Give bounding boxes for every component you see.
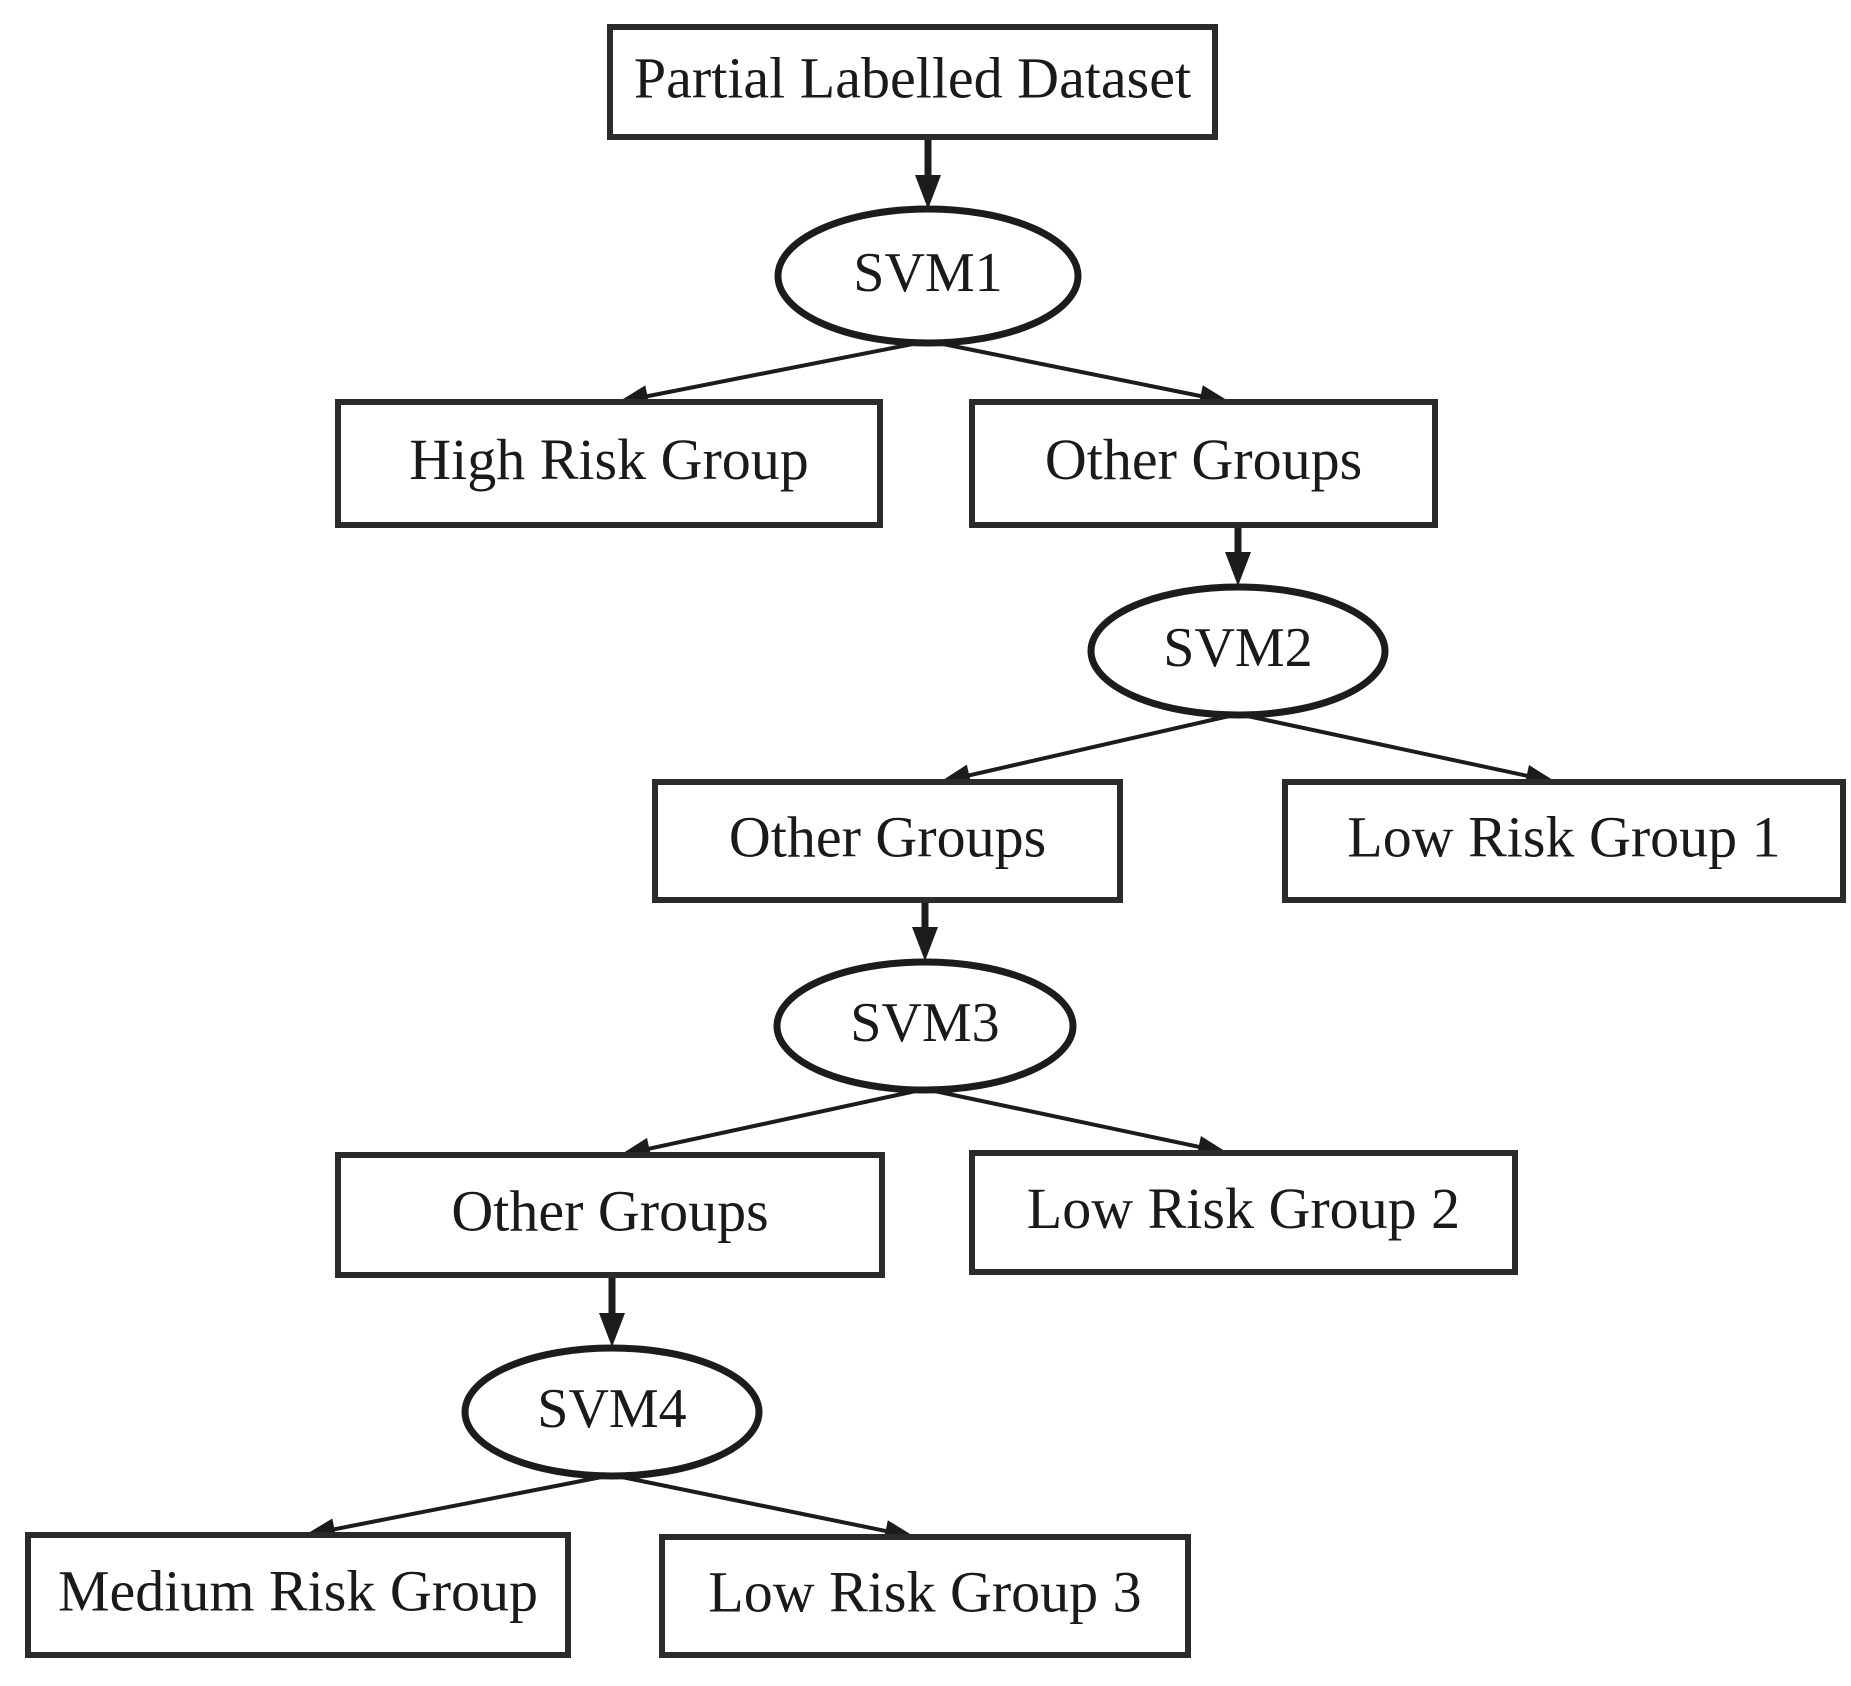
edge-line	[1237, 712, 1533, 779]
node-label-low-risk-2: Low Risk Group 2	[1027, 1176, 1460, 1241]
edge-svm4-to-medium-risk	[305, 1473, 613, 1541]
node-label-high-risk: High Risk Group	[409, 427, 809, 492]
edge-svm3-to-low-risk-2	[924, 1087, 1228, 1158]
edge-svm4-to-low-risk-3	[611, 1473, 915, 1542]
edge-line	[927, 339, 1207, 400]
node-high-risk[interactable]: High Risk Group	[335, 399, 883, 528]
node-label-medium-risk: Medium Risk Group	[58, 1558, 538, 1623]
node-label-other3: Other Groups	[451, 1178, 768, 1243]
node-ellipse-svm3[interactable]	[773, 958, 1077, 1094]
edge-other3-to-svm4	[599, 1275, 625, 1347]
node-dataset[interactable]: Partial Labelled Dataset	[607, 24, 1218, 140]
edge-line	[641, 339, 929, 400]
edge-line	[924, 1087, 1205, 1150]
edge-line	[963, 712, 1239, 779]
node-label-svm4: SVM4	[537, 1378, 686, 1440]
node-box-other2[interactable]	[652, 779, 1123, 903]
node-box-low-risk-1[interactable]	[1282, 779, 1846, 903]
node-low-risk-2[interactable]: Low Risk Group 2	[969, 1150, 1518, 1275]
node-label-dataset: Partial Labelled Dataset	[634, 45, 1191, 110]
node-ellipse-svm1[interactable]	[774, 205, 1082, 347]
node-label-svm1: SVM1	[853, 242, 1002, 304]
node-svm3[interactable]: SVM3	[773, 958, 1077, 1094]
node-label-low-risk-3: Low Risk Group 3	[708, 1559, 1141, 1624]
node-svm2[interactable]: SVM2	[1087, 583, 1389, 719]
edge-svm2-to-low-risk-1	[1237, 712, 1556, 787]
node-box-low-risk-2[interactable]	[969, 1150, 1518, 1275]
node-ellipse-svm2[interactable]	[1087, 583, 1389, 719]
edge-svm1-to-other1	[927, 339, 1230, 407]
arrow-head-icon	[1225, 552, 1251, 586]
node-label-low-risk-1: Low Risk Group 1	[1347, 804, 1780, 869]
arrow-head-icon	[915, 175, 941, 209]
node-other1[interactable]: Other Groups	[969, 399, 1438, 528]
node-box-high-risk[interactable]	[335, 399, 883, 528]
edge-svm3-to-other3	[620, 1087, 926, 1160]
edge-other1-to-svm2	[1225, 525, 1251, 586]
node-box-dataset[interactable]	[607, 24, 1218, 140]
node-low-risk-1[interactable]: Low Risk Group 1	[1282, 779, 1846, 903]
arrow-head-icon	[912, 927, 938, 961]
node-label-svm3: SVM3	[850, 992, 999, 1054]
edge-line	[643, 1087, 926, 1152]
node-medium-risk[interactable]: Medium Risk Group	[25, 1532, 571, 1658]
node-box-other1[interactable]	[969, 399, 1438, 528]
node-label-svm2: SVM2	[1163, 617, 1312, 679]
arrow-head-icon	[599, 1313, 625, 1347]
node-svm4[interactable]: SVM4	[461, 1344, 763, 1480]
node-label-other2: Other Groups	[729, 804, 1046, 869]
edge-svm1-to-high-risk	[618, 339, 929, 408]
node-other3[interactable]: Other Groups	[335, 1152, 885, 1278]
edge-svm2-to-other2	[940, 712, 1239, 787]
node-ellipse-svm4[interactable]	[461, 1344, 763, 1480]
edge-other2-to-svm3	[912, 900, 938, 961]
node-box-low-risk-3[interactable]	[659, 1534, 1191, 1658]
node-svm1[interactable]: SVM1	[774, 205, 1082, 347]
node-box-other3[interactable]	[335, 1152, 885, 1278]
edge-dataset-to-svm1	[915, 137, 941, 209]
edge-line	[328, 1473, 613, 1533]
node-label-other1: Other Groups	[1045, 427, 1362, 492]
node-low-risk-3[interactable]: Low Risk Group 3	[659, 1534, 1191, 1658]
node-box-medium-risk[interactable]	[25, 1532, 571, 1658]
edge-line	[611, 1473, 892, 1535]
node-other2[interactable]: Other Groups	[652, 779, 1123, 903]
